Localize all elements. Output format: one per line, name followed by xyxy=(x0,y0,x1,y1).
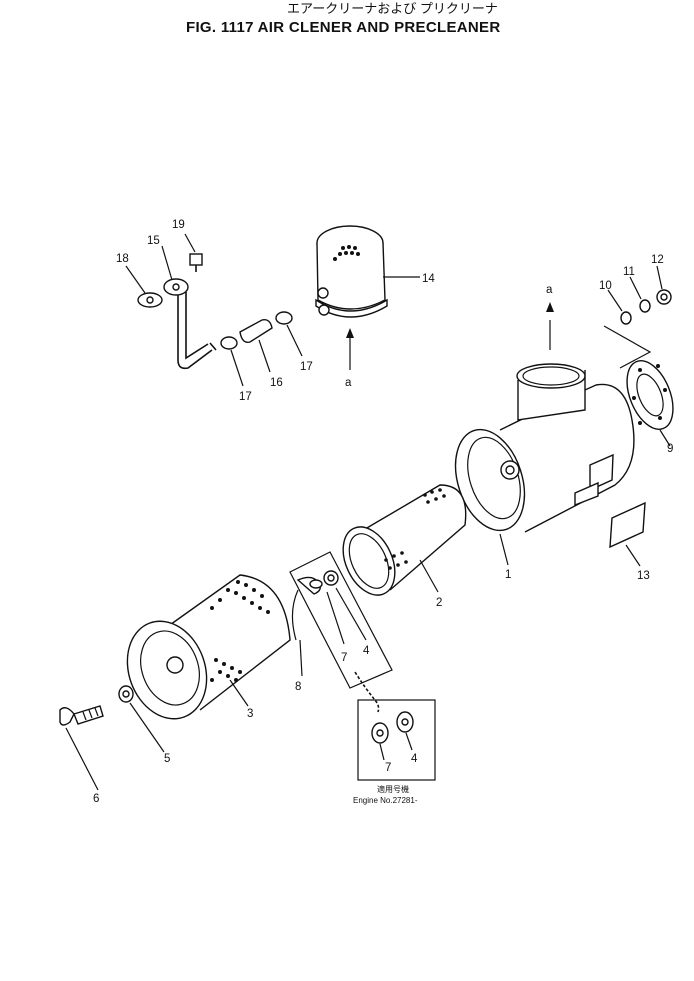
inset-box xyxy=(357,699,436,781)
callout-7: 7 xyxy=(341,652,347,664)
part-1-air-cleaner-body xyxy=(454,302,635,566)
callout-9: 9 xyxy=(667,443,673,455)
callout-14: 14 xyxy=(422,273,435,285)
inset-note-engine: Engine No.27281- xyxy=(353,796,418,805)
callout-10: 10 xyxy=(599,280,612,292)
inset-callout-7: 7 xyxy=(385,762,391,774)
callout-11: 11 xyxy=(623,266,635,278)
subtitle-jp: エアークリーナおよび プリクリーナ xyxy=(287,1,498,16)
part-18-gasket xyxy=(125,265,163,308)
callout-3: 3 xyxy=(247,708,253,720)
parts-4-7-8-group xyxy=(289,551,393,713)
part-3-outer-element xyxy=(126,574,291,720)
callout-6: 6 xyxy=(93,793,99,805)
part-6-wing-bolt xyxy=(59,705,104,791)
part-17-clamp-left xyxy=(220,336,244,387)
part-16-hose xyxy=(239,318,273,373)
part-13-label-plate xyxy=(609,501,646,567)
callout-8: 8 xyxy=(295,681,301,693)
callout-12: 12 xyxy=(651,254,664,266)
inset-callout-4: 4 xyxy=(411,753,418,765)
callout-18: 18 xyxy=(116,253,129,265)
part-9-flange-gasket xyxy=(603,325,674,447)
part-11-spring-washer xyxy=(629,276,651,313)
part-15-pipe xyxy=(161,245,217,370)
part-12-nut xyxy=(656,265,672,305)
callout-15: 15 xyxy=(147,235,160,247)
part-19-bolt xyxy=(184,233,203,272)
part-10-washer xyxy=(607,289,632,325)
callout-5: 5 xyxy=(164,753,170,765)
part-5-washer xyxy=(118,685,165,753)
callout-4: 4 xyxy=(363,645,370,657)
part-2-inner-element xyxy=(342,484,467,596)
callout-17-right: 17 xyxy=(300,361,313,373)
callout-16: 16 xyxy=(270,377,283,389)
callout-a-bottom: a xyxy=(345,377,352,389)
callout-1: 1 xyxy=(505,569,511,581)
callout-17-left: 17 xyxy=(239,391,252,403)
inset-note-jp: 適用号機 xyxy=(377,784,409,794)
callout-a-top: a xyxy=(546,284,553,296)
callout-2: 2 xyxy=(436,597,442,609)
callout-19: 19 xyxy=(172,219,185,231)
part-14-precleaner-cap xyxy=(315,225,420,370)
part-17-clamp-right xyxy=(275,311,303,357)
figure-title: FIG. 1117 AIR CLENER AND PRECLEANER xyxy=(186,19,500,36)
callout-13: 13 xyxy=(637,570,650,582)
